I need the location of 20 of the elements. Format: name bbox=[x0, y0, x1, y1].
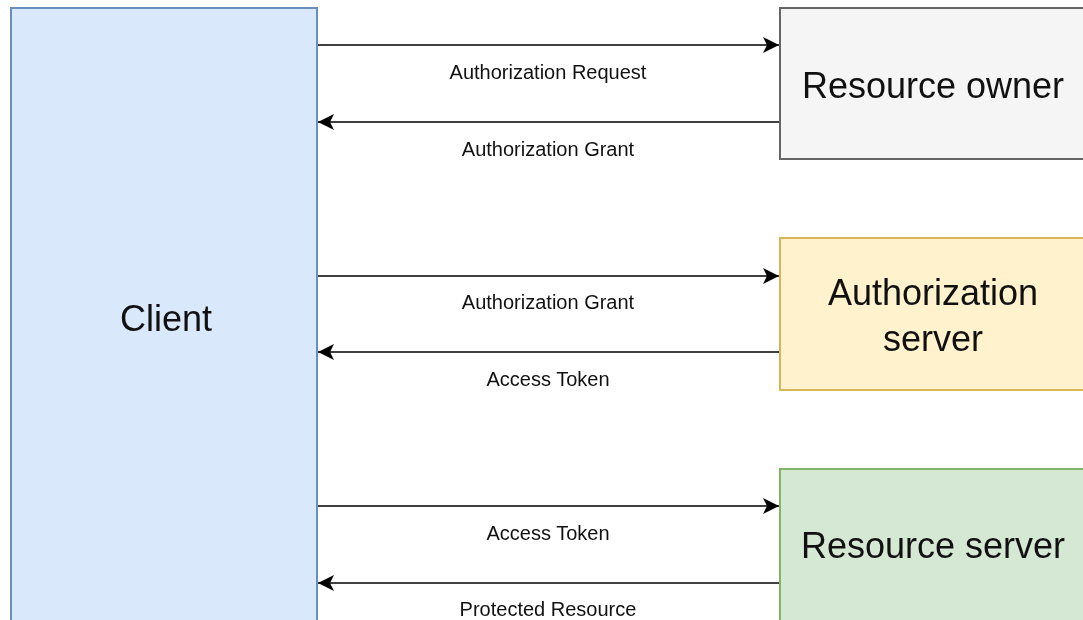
arrow bbox=[317, 37, 780, 53]
arrow bbox=[317, 114, 780, 130]
node-label: Resource owner bbox=[801, 63, 1065, 108]
edge-label: Access Token bbox=[486, 522, 610, 545]
edge-label: Authorization Grant bbox=[461, 138, 635, 161]
arrow bbox=[317, 575, 780, 591]
arrow bbox=[317, 498, 780, 514]
edge-label: Protected Resource bbox=[459, 598, 637, 620]
node-label: Resource server bbox=[800, 524, 1066, 568]
edge-label: Authorization Request bbox=[449, 61, 647, 84]
client-box bbox=[10, 7, 318, 620]
resource-owner-box bbox=[779, 7, 1083, 160]
arrow bbox=[317, 344, 780, 360]
node-label: Client bbox=[119, 297, 212, 341]
arrow bbox=[317, 268, 780, 284]
edge-label: Access Token bbox=[486, 368, 610, 391]
node-label: Authorization server bbox=[826, 271, 1040, 361]
resource-server-box bbox=[779, 468, 1083, 620]
edge-label: Authorization Grant bbox=[461, 291, 635, 314]
authorization-server-box bbox=[779, 237, 1083, 391]
